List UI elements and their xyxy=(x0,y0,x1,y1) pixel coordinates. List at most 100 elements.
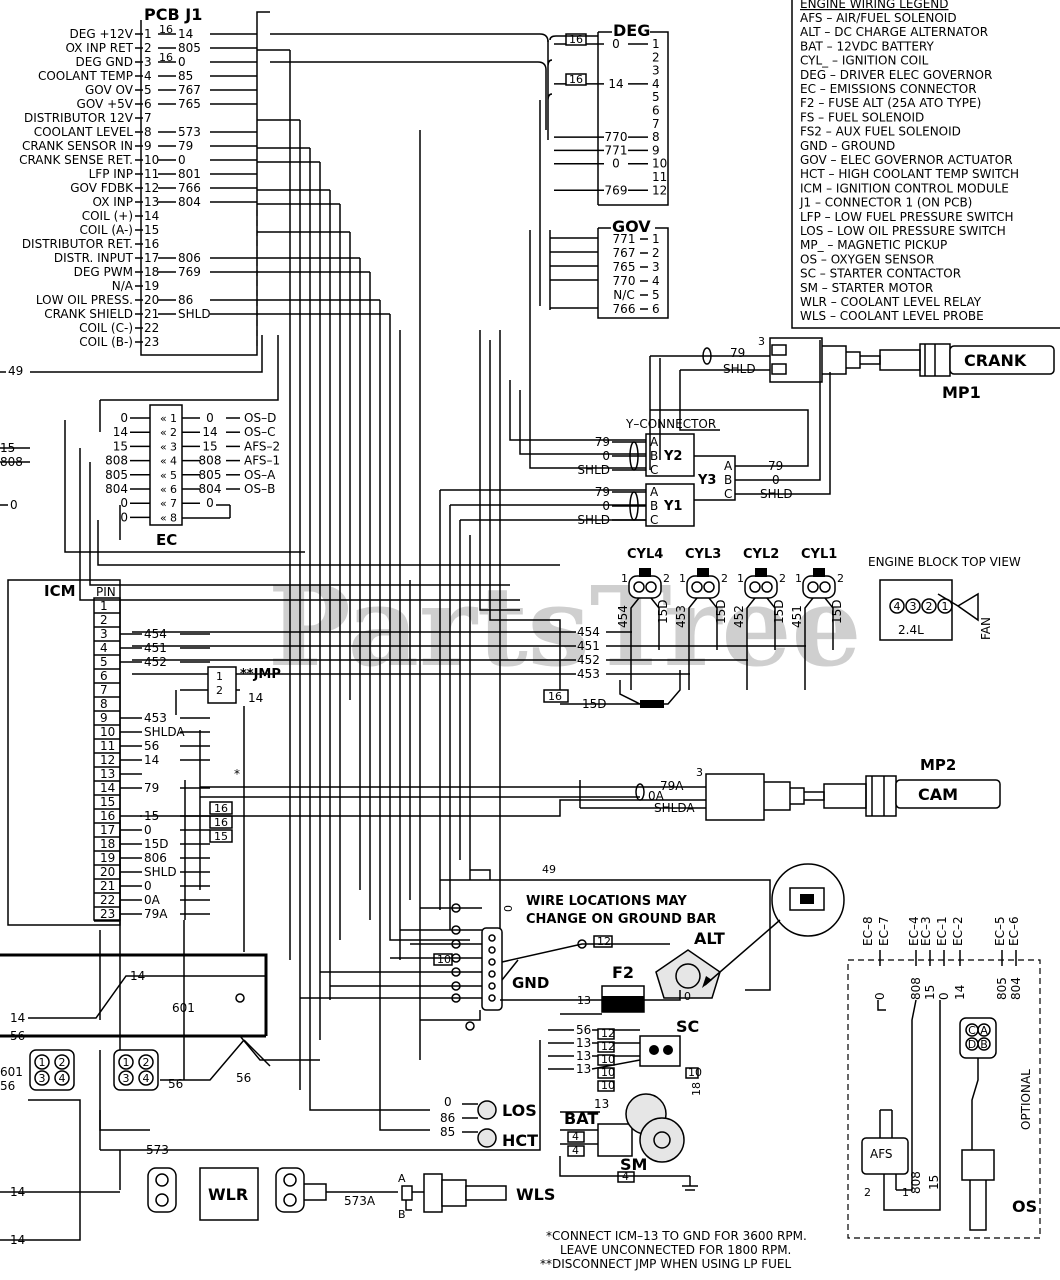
pcb-pin-number: 21 xyxy=(144,307,159,321)
icm-wire-label: 0 xyxy=(144,879,152,893)
icm-pin-number: 18 xyxy=(100,837,115,851)
icm-pin-number: 3 xyxy=(100,627,108,641)
optional-wire: 804 xyxy=(1009,977,1023,1000)
main-harness xyxy=(0,953,268,1038)
cyl-bus-label: 454 xyxy=(577,625,600,639)
os-label: OS xyxy=(1012,1197,1037,1216)
ec-left-wire: 0 xyxy=(120,510,128,524)
cyl-wire-feed: 15D xyxy=(772,599,786,624)
cyl-wire-feed: 15D xyxy=(830,599,844,624)
los-label: LOS xyxy=(502,1101,537,1120)
gov-pin-number: 1 xyxy=(652,232,660,246)
wlr-label: WLR xyxy=(208,1185,248,1204)
icm-pin-header: PIN xyxy=(96,585,116,599)
legend-entry: DEG – DRIVER ELEC GOVERNOR xyxy=(800,68,992,82)
pcb-pin-number: 5 xyxy=(144,83,152,97)
deg-pin-number: 11 xyxy=(652,170,667,184)
ec-tag: OS–B xyxy=(244,482,275,496)
legend-entry: AFS – AIR/FUEL SOLENOID xyxy=(800,11,957,25)
ec-right-wire: 808 xyxy=(199,454,222,468)
left-connector-b xyxy=(113,1049,159,1091)
y2-name: Y2 xyxy=(663,449,682,464)
pcb-pin-label: DEG GND xyxy=(76,55,133,69)
pcb-wire-label: 766 xyxy=(178,181,201,195)
icm-tag-3: 15 xyxy=(214,830,228,843)
ec-pin-number: 5 xyxy=(170,469,177,482)
switches: LOS 0 HCT 86 85 xyxy=(440,1095,538,1150)
icm-pin-number: 22 xyxy=(100,893,115,907)
icm-wire-label: 56 xyxy=(144,739,159,753)
ec-pin-number: 6 xyxy=(170,483,177,496)
cyl-pin-2: 2 xyxy=(663,572,670,585)
deg-wire-label: 14 xyxy=(608,77,623,91)
afs-pin-2: 2 xyxy=(864,1186,871,1199)
left-conn-pin xyxy=(138,1070,154,1086)
jmp-wire: 14 xyxy=(248,691,263,705)
bat-tag-1: 4 xyxy=(572,1130,579,1143)
legend: ENGINE WIRING LEGEND AFS – AIR/FUEL SOLE… xyxy=(791,0,1060,329)
optional-wire: 0 xyxy=(937,992,951,1000)
left-conn-pin xyxy=(34,1070,50,1086)
pcb-pin-label: CRANK SHIELD xyxy=(44,307,133,321)
left-conn-pin xyxy=(34,1054,50,1070)
cyl-wire-signal: 451 xyxy=(790,605,804,628)
block-cylinder-number: 2 xyxy=(926,600,933,613)
pcb-pin-number: 14 xyxy=(144,209,159,223)
sc-tag-box xyxy=(597,1041,615,1053)
deg-wire-label: 0 xyxy=(612,37,620,51)
icm-pin-number: 5 xyxy=(100,655,108,669)
cyl-feed-tag: 16 xyxy=(548,690,562,703)
block-cylinder xyxy=(905,598,921,614)
icm-wire-label: 454 xyxy=(144,627,167,641)
pcb-pin-label: OX INP RET xyxy=(65,41,133,55)
pcb-pin-number: 18 xyxy=(144,265,159,279)
cyl-coil-pin xyxy=(807,581,819,593)
icm-pin-number: 21 xyxy=(100,879,115,893)
legend-entry: GOV – ELEC GOVERNOR ACTUATOR xyxy=(800,153,1013,167)
pcb-wire-label: 0 xyxy=(178,153,186,167)
ground-bar-hole xyxy=(488,934,496,942)
ground-bar-hole xyxy=(488,982,496,990)
os-pin xyxy=(977,1037,991,1051)
pcb-pin-number: 2 xyxy=(144,41,152,55)
left-conn-pin-number: 4 xyxy=(143,1072,150,1085)
icm-pin-number: 8 xyxy=(100,697,108,711)
afs-body xyxy=(861,1137,909,1175)
pcb-pin-label: GOV +5V xyxy=(77,97,134,111)
jmp-pin-2: 2 xyxy=(216,684,223,697)
y2-pin-letter: B xyxy=(650,449,658,463)
pcb-wire-label: 805 xyxy=(178,41,201,55)
pcb-pin-number: 1 xyxy=(144,27,152,41)
pcb-wire-label: 804 xyxy=(178,195,201,209)
ec-pin-number: 3 xyxy=(170,440,177,453)
sc-wire-label: 13 xyxy=(576,1049,591,1063)
pcb-wire-label: 573 xyxy=(178,125,201,139)
sc-tag: 10 xyxy=(601,1053,615,1066)
pcb-pin-label: LOW OIL PRESS. xyxy=(36,293,133,307)
sc-tag-box xyxy=(597,1028,615,1040)
deg-tag-1: 16 xyxy=(569,33,583,46)
cyl-pin-1: 1 xyxy=(795,572,802,585)
y2-body xyxy=(645,433,695,477)
os-pin-letter: C xyxy=(968,1024,976,1037)
coolant-level: 573 WLR 573A A B WLS xyxy=(99,1040,555,1221)
optional-wire: 15 xyxy=(923,985,937,1000)
deg-pin-number: 1 xyxy=(652,37,660,51)
cyl-bus-label: 452 xyxy=(577,653,600,667)
pcb-pin-number: 12 xyxy=(144,181,159,195)
left-conn-pin xyxy=(138,1054,154,1070)
cyl-bus-label: 451 xyxy=(577,639,600,653)
icm-pin-number: 16 xyxy=(100,809,115,823)
optional-wire: 808 xyxy=(909,977,923,1000)
left-wire-14b: 14 xyxy=(10,1011,25,1025)
legend-entry: SM – STARTER MOTOR xyxy=(800,281,933,295)
ec-body xyxy=(149,404,183,526)
los-wire: 0 xyxy=(444,1095,452,1109)
gov-pin-number: 5 xyxy=(652,288,660,302)
legend-entry: WLR – COOLANT LEVEL RELAY xyxy=(800,295,982,309)
pcb-wire-label: 0 xyxy=(178,55,186,69)
pcb-pin-label: DISTRIBUTOR 12V xyxy=(24,111,134,125)
y1-wire-label: 0 xyxy=(602,499,610,513)
